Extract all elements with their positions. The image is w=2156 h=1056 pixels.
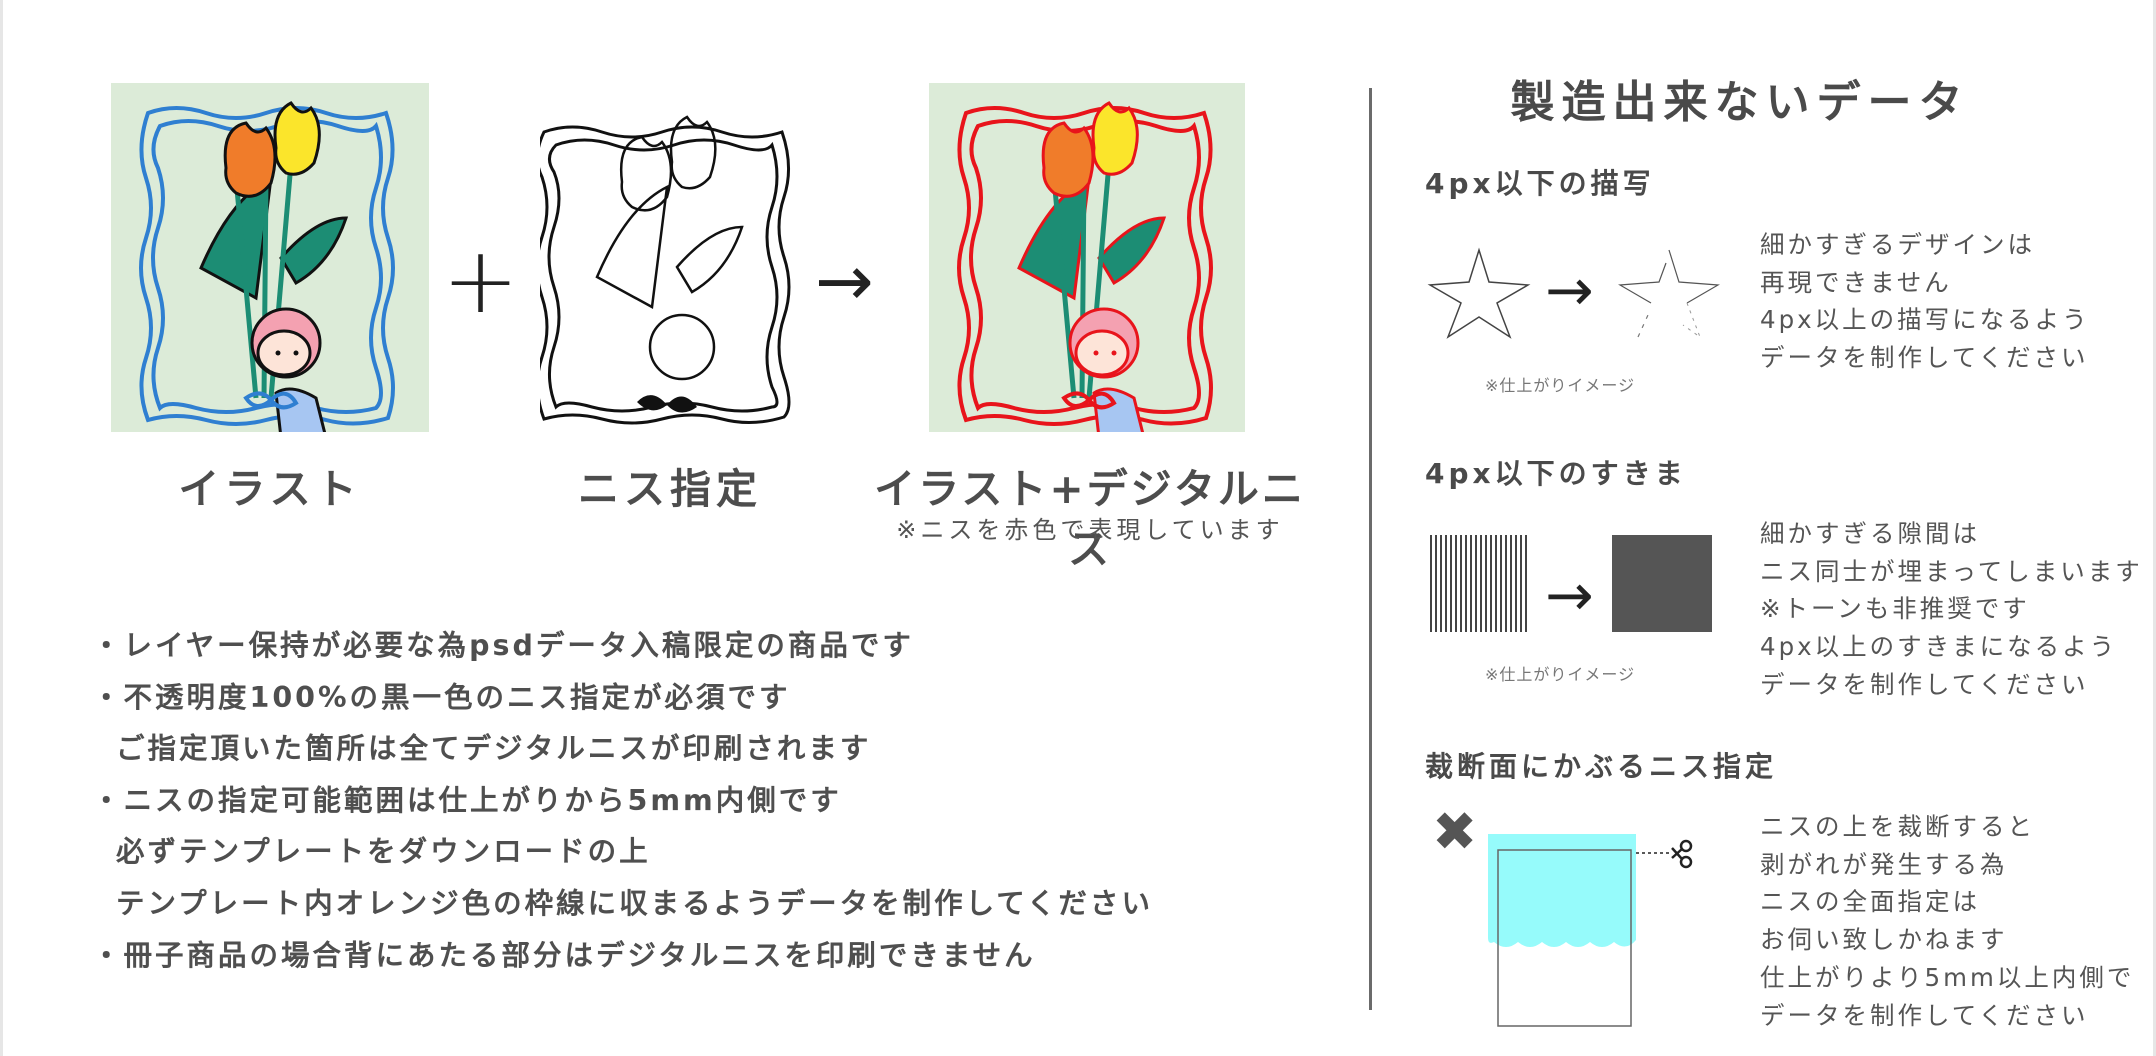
desc-line: ニス同士が埋まってしまいます (1760, 556, 2143, 586)
desc-line: データを制作してください (1760, 1000, 2089, 1030)
filled-square (1612, 535, 1712, 632)
varnish-panel (540, 115, 791, 425)
notes-list: ・レイヤー保持が必要な為psdデータ入稿限定の商品です ・不透明度100%の黒一… (92, 620, 1153, 981)
desc-line: ※トーンも非推奨です (1760, 594, 2030, 624)
section-description: 細かすぎる隙間は ニス同士が埋まってしまいます ※トーンも非推奨です 4px以上… (1760, 515, 2143, 704)
fine-stripes-pattern (1430, 535, 1530, 632)
desc-line: 4px以上のすきまになるよう (1760, 632, 2118, 662)
desc-line: 剥がれが発生する為 (1760, 849, 2008, 879)
desc-line: データを制作してください (1760, 669, 2089, 699)
caption-illust: イラスト (178, 465, 362, 513)
result-image-note: ※仕上がりイメージ (1485, 665, 1636, 684)
caption-combined: イラスト+デジタルニス (874, 465, 1306, 573)
note-line: ・不透明度100%の黒一色のニス指定が必須です (92, 680, 791, 714)
bouquet-line-art (540, 115, 791, 425)
broken-star-icon (1618, 249, 1720, 339)
result-image-note: ※仕上がりイメージ (1485, 376, 1636, 395)
note-line: ・レイヤー保持が必要な為psdデータ入稿限定の商品です (92, 629, 914, 662)
section-description: ニスの上を裁断すると 剥がれが発生する為 ニスの全面指定は お伺い致しかねます … (1760, 808, 2134, 1034)
desc-line: 細かすぎるデザインは (1760, 230, 2035, 259)
note-line: ・ニスの指定可能範囲は仕上がりから5mm内側です (92, 783, 842, 817)
illust-panel (111, 83, 429, 432)
section-description: 細かすぎるデザインは 再現できません 4px以上の描写になるよう データを制作し… (1760, 226, 2090, 377)
section-heading-thin-lines: 4px以下の描写 (1425, 167, 1655, 200)
desc-line: 再現できません (1760, 267, 1952, 297)
cross-mark-icon: ✖ (1432, 800, 1478, 863)
desc-line: 細かすぎる隙間は (1760, 519, 1980, 548)
arrow-right-symbol: → (815, 240, 874, 322)
desc-line: ニスの全面指定は (1760, 887, 1980, 917)
plus-symbol: + (442, 227, 520, 334)
section-heading-narrow-gaps: 4px以下のすきま (1425, 457, 1687, 490)
vertical-divider (1369, 88, 1372, 1010)
scissors-icon (1671, 839, 1693, 869)
left-edge (0, 0, 3, 1056)
note-line: 必ずテンプレートをダウンロードの上 (116, 835, 651, 869)
desc-line: お伺い致しかねます (1760, 925, 2008, 955)
bouquet-illustration (139, 101, 395, 432)
right-edge (2153, 0, 2156, 1056)
arrow-right-symbol: → (1545, 561, 1594, 629)
note-line: テンプレート内オレンジ色の枠線に収まるようデータを制作してください (116, 886, 1153, 920)
bouquet-varnish-illustration (957, 101, 1213, 432)
arrow-right-symbol: → (1545, 256, 1594, 324)
caption-varnish: ニス指定 (578, 465, 762, 513)
desc-line: 仕上がりより5mm以上内側で (1760, 962, 2135, 992)
star-icon (1427, 247, 1531, 339)
combined-note: ※ニスを赤色で表現しています (896, 516, 1284, 544)
unmanufacturable-title: 製造出来ないデータ (1510, 77, 1970, 128)
note-line: ・冊子商品の場合背にあたる部分はデジタルニスを印刷できません (92, 938, 1036, 972)
cut-edge-diagram (1488, 834, 1693, 1027)
desc-line: データを制作してください (1760, 343, 2089, 373)
desc-line: ニスの上を裁断すると (1760, 812, 2035, 841)
section-heading-cut-edge: 裁断面にかぶるニス指定 (1425, 750, 1778, 783)
desc-line: 4px以上の描写になるよう (1760, 305, 2090, 335)
note-line: ご指定頂いた箇所は全てデジタルニスが印刷されます (116, 732, 872, 766)
combined-panel (929, 83, 1245, 432)
